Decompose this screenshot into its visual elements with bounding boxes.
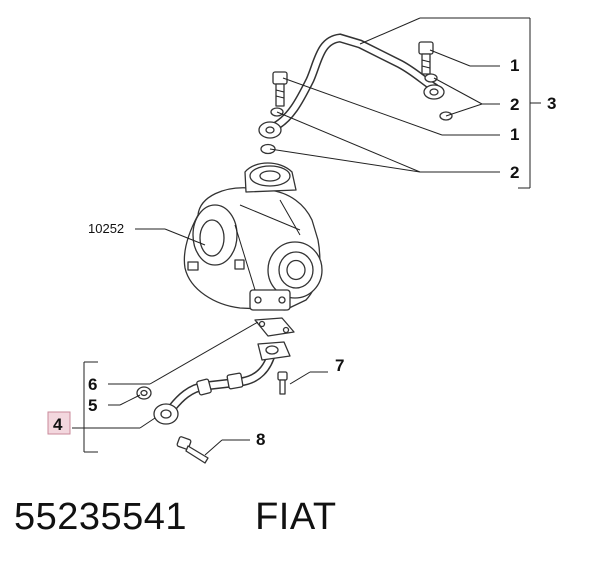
callout-1-top: 1: [510, 56, 519, 75]
callout-5: 5: [88, 396, 97, 415]
callout-2-mid: 2: [510, 163, 519, 182]
upper-oil-pipe: [258, 33, 445, 139]
callout-4-highlighted: 4: [47, 411, 71, 435]
gasket-part-6: [254, 317, 295, 337]
banjo-bolt-right: [418, 41, 434, 75]
callout-2-top: 2: [510, 95, 519, 114]
callout-4-label: 4: [53, 415, 63, 434]
part-number: 55235541: [14, 495, 188, 538]
turbocharger: [183, 162, 323, 311]
callout-6: 6: [88, 375, 97, 394]
leader-lines: [72, 17, 541, 456]
lower-oil-pipe: [153, 341, 291, 425]
callout-3: 3: [547, 94, 556, 113]
part-caption: 55235541 FIAT: [14, 492, 337, 542]
callout-1-mid: 1: [510, 125, 519, 144]
banjo-bolt-upper: [272, 71, 288, 107]
callout-10252-reference: 10252: [88, 221, 124, 236]
washer-part-5: [136, 386, 152, 400]
brand-name: FIAT: [255, 495, 337, 538]
callout-8: 8: [256, 430, 265, 449]
bolt-part-7: [277, 371, 288, 395]
bolt-part-8: [176, 436, 209, 464]
callout-7: 7: [335, 356, 344, 375]
